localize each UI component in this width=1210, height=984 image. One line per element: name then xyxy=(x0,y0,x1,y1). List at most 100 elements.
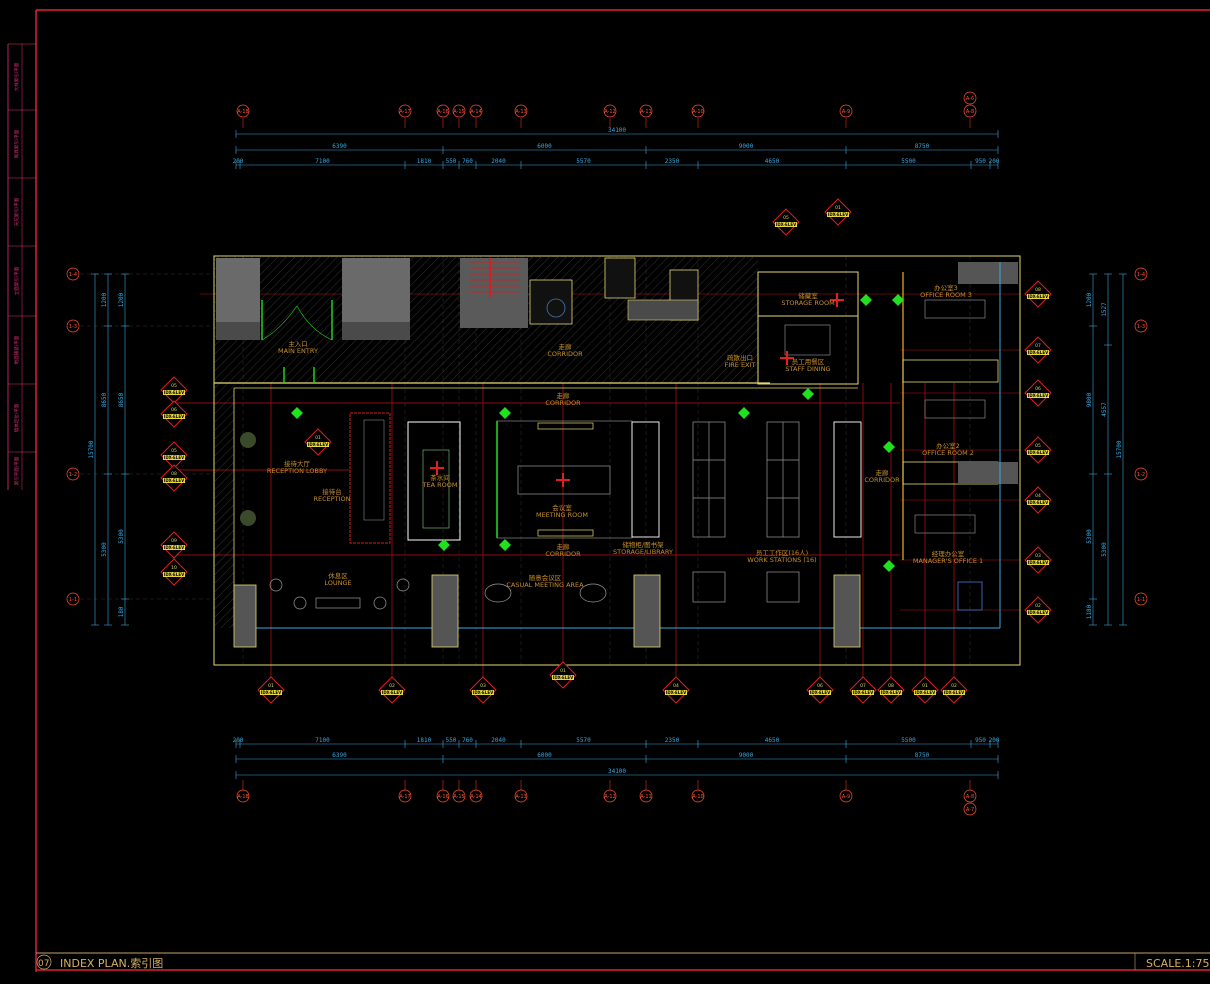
grid-bubble-label: A-8 xyxy=(966,109,974,115)
dimension-value: 760 xyxy=(462,158,473,165)
grid-bubble-label: A-14 xyxy=(470,794,481,800)
room-label-cn: 员工工作区(16人) xyxy=(756,548,808,557)
index-tag-number: 01 xyxy=(315,435,321,441)
index-tag-label-bg xyxy=(914,690,936,695)
grid-bubble-label: A-7 xyxy=(966,807,974,813)
grid-bubble xyxy=(514,789,528,803)
grid-bubble xyxy=(236,104,250,118)
room-label-en: CORRIDOR xyxy=(545,399,581,407)
index-tag-label: IDX-ELEV xyxy=(1028,350,1049,355)
dimension-value: 760 xyxy=(462,737,473,744)
storage-cabinet xyxy=(631,421,660,538)
desk xyxy=(924,399,986,419)
green-marker-icon xyxy=(883,560,895,572)
dimension-value: 5570 xyxy=(576,737,591,744)
index-tag-number: 01 xyxy=(268,683,274,689)
dimension-value: 4650 xyxy=(765,158,780,165)
index-tag-label: IDX-ELEV xyxy=(1028,393,1049,398)
index-tag-number: 08 xyxy=(1035,287,1041,293)
index-tag-label-bg xyxy=(1027,350,1049,355)
grid-bubble-label: A-10 xyxy=(692,794,703,800)
index-tag-label: IDX-ELEV xyxy=(164,390,185,395)
index-tag-label: IDX-ELEV xyxy=(1028,500,1049,505)
dimension-value: 1810 xyxy=(417,737,432,744)
green-marker-icon xyxy=(883,441,895,453)
index-tag-number: 04 xyxy=(1035,493,1041,499)
meeting-table xyxy=(517,465,611,495)
room-label-en: TEA ROOM xyxy=(422,481,458,489)
side-strip-title-block: 大样索引/平面家具索引/平面天花索引/平面立面索引/平面地面铺装/平面墙体定位/… xyxy=(8,43,36,485)
dimension-value: 8650 xyxy=(101,392,108,407)
plant-icon xyxy=(240,510,256,526)
index-tag-number: 06 xyxy=(171,407,177,413)
index-tag-label-bg xyxy=(1027,450,1049,455)
drawing-number-circle xyxy=(36,954,52,970)
drawing-number: 07 xyxy=(38,959,49,969)
index-tag-label-bg xyxy=(1027,393,1049,398)
index-tag-label: IDX-ELEV xyxy=(915,690,936,695)
grid-bubble-label: A-15 xyxy=(453,109,464,115)
grid-bubble xyxy=(963,789,977,803)
grid-bubble-label: 1-4 xyxy=(69,272,77,278)
grid-bubble-label: 1-1 xyxy=(69,597,77,603)
room-label-en: WORK STATIONS (16) xyxy=(747,556,816,564)
index-tag-label-bg xyxy=(381,690,403,695)
grid-bubble xyxy=(66,592,80,606)
title-bar: 07 INDEX PLAN.索引图 SCALE.1:75 xyxy=(36,954,1209,970)
floor-plan xyxy=(213,255,1021,666)
grid-bubble-label: A-8 xyxy=(966,794,974,800)
dimension-value: 1200 xyxy=(101,292,108,307)
index-tag-label: IDX-ELEV xyxy=(382,690,403,695)
room-label-en: CASUAL MEETING AREA xyxy=(506,581,584,589)
side-strip-label: 大样索引/平面 xyxy=(13,62,20,91)
room-label-cn: 疏散出口 xyxy=(727,353,753,362)
index-markers xyxy=(430,293,844,487)
room-label-cn: 走廊 xyxy=(559,342,573,351)
index-tag-label: IDX-ELEV xyxy=(810,690,831,695)
room-label-cn: 储物柜/图书架 xyxy=(622,540,664,549)
index-tag-label: IDX-ELEV xyxy=(1028,450,1049,455)
index-tag-number: 01 xyxy=(922,683,928,689)
index-tag-label-bg xyxy=(827,212,849,217)
room-label-en: STORAGE/LIBRARY xyxy=(613,548,673,556)
grid-bubble-label: 1-3 xyxy=(69,324,77,330)
room-label-cn: 随意会议区 xyxy=(529,573,562,582)
grid-bubble xyxy=(839,789,853,803)
index-tag-number: 10 xyxy=(171,565,177,571)
storage-cabinet xyxy=(833,421,862,538)
side-strip-label: 墙体定位/平面 xyxy=(13,403,20,432)
dimension-value: 550 xyxy=(446,158,457,165)
grid-bubble-label: A-14 xyxy=(470,109,481,115)
dimension-value: 6390 xyxy=(332,752,347,759)
grid-bubble-label: A-16 xyxy=(437,794,448,800)
dimension-value: 6390 xyxy=(332,143,347,150)
grid-bubble-label: A-11 xyxy=(640,794,651,800)
grid-bubble-label: A-17 xyxy=(399,794,410,800)
index-tag-label: IDX-ELEV xyxy=(944,690,965,695)
index-tag-label: IDX-ELEV xyxy=(666,690,687,695)
dimension-value: 8750 xyxy=(915,752,930,759)
lounge-chairs xyxy=(269,578,607,610)
column xyxy=(958,262,1018,284)
grid-bubble xyxy=(963,91,977,105)
room-label-cn: 接待台 xyxy=(322,487,342,496)
grid-bubble xyxy=(963,104,977,118)
desk xyxy=(924,299,986,319)
grid-bubble xyxy=(1134,319,1148,333)
green-marker-icon xyxy=(802,388,814,400)
room-label-en: MANAGER'S OFFICE 1 xyxy=(913,557,983,565)
index-tag-number: 03 xyxy=(1035,553,1041,559)
side-strip-label: 地面铺装/平面 xyxy=(13,335,20,364)
room-label-cn: 会议室 xyxy=(552,503,572,512)
room-label-en: MAIN ENTRY xyxy=(278,347,318,355)
grid-bubble xyxy=(1134,592,1148,606)
grid-bubble-label: 1-1 xyxy=(1137,597,1145,603)
room-label-cn: 茶水间 xyxy=(430,473,450,482)
index-tag-label-bg xyxy=(163,390,185,395)
dimension-value: 5500 xyxy=(901,737,916,744)
index-tag-number: 06 xyxy=(817,683,823,689)
index-tag-number: 02 xyxy=(389,683,395,689)
index-tag-number: 05 xyxy=(171,383,177,389)
reception-desk xyxy=(349,412,391,544)
